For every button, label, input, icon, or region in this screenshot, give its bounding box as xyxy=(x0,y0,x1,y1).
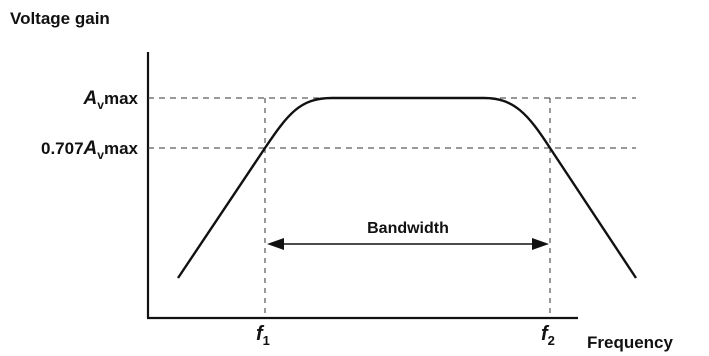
response-curve xyxy=(177,96,638,279)
f2-label: f2 xyxy=(541,323,555,348)
y-axis-title: Voltage gain xyxy=(10,9,110,28)
max-level-label: Avmax xyxy=(83,88,139,112)
x-axis-title: Frequency xyxy=(587,333,674,352)
bandwidth-arrow-right-head xyxy=(532,238,549,250)
f1-label: f1 xyxy=(256,323,270,348)
bandwidth-arrow-left-head xyxy=(267,238,284,250)
cutoff-level-label: 0.707Avmax xyxy=(41,138,139,162)
bandwidth-label: Bandwidth xyxy=(367,220,449,237)
